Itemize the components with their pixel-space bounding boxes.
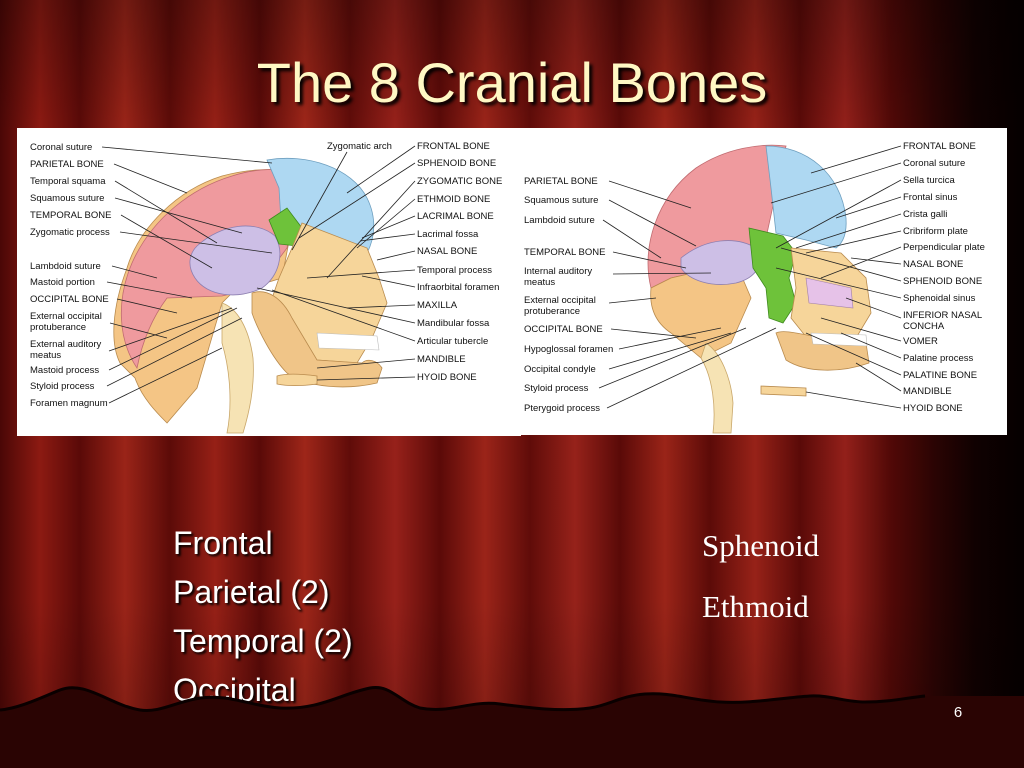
parietal-bone-shape-right bbox=[647, 144, 787, 289]
label-foramen-magnum: Foramen magnum bbox=[30, 398, 108, 409]
list-item-frontal: Frontal bbox=[173, 525, 273, 561]
skull-sagittal-illustration: PARIETAL BONE Squamous suture Lambdoid s… bbox=[524, 141, 985, 434]
label-frontal-bone-r: FRONTAL BONE bbox=[903, 141, 976, 152]
label-concha: CONCHA bbox=[903, 321, 945, 332]
label-mandible: MANDIBLE bbox=[417, 354, 466, 365]
label-ethmoid-bone: ETHMOID BONE bbox=[417, 194, 490, 205]
label-styloid-process: Styloid process bbox=[30, 381, 95, 392]
label-mandibular-fossa: Mandibular fossa bbox=[417, 318, 490, 329]
teeth-shape-right bbox=[810, 332, 868, 347]
leader-lines-right bbox=[598, 145, 902, 409]
label-occipital-bone: OCCIPITAL BONE bbox=[30, 294, 109, 305]
label-zygomatic-bone: ZYGOMATIC BONE bbox=[417, 176, 502, 187]
label-squamous-suture: Squamous suture bbox=[30, 193, 104, 204]
label-lacrimal-bone: LACRIMAL BONE bbox=[417, 211, 494, 222]
cervical-spine-shape bbox=[221, 302, 254, 434]
label-temporal-bone: TEMPORAL BONE bbox=[30, 210, 111, 221]
label-squamous-suture-r: Squamous suture bbox=[524, 195, 598, 206]
label-temporal-process: Temporal process bbox=[417, 265, 492, 276]
label-zygomatic-process: Zygomatic process bbox=[30, 227, 110, 238]
label-crista-galli: Crista galli bbox=[903, 209, 947, 220]
label-internal-auditory: Internal auditory bbox=[524, 266, 592, 277]
cervical-spine-shape-right bbox=[700, 342, 734, 434]
temporal-bone-shape bbox=[189, 225, 281, 296]
label-hypoglossal-foramen: Hypoglossal foramen bbox=[524, 344, 613, 355]
label-nasal-bone: NASAL BONE bbox=[417, 246, 477, 257]
label-external-occipital-r: External occipital bbox=[524, 295, 596, 306]
skull-lateral-figure: Coronal suture PARIETAL BONE Temporal sq… bbox=[17, 128, 521, 436]
list-item-ethmoid: Ethmoid bbox=[702, 589, 809, 624]
label-infraorbital-foramen: Infraorbital foramen bbox=[417, 282, 499, 293]
label-vomer: VOMER bbox=[903, 336, 938, 347]
label-perpendicular-plate: Perpendicular plate bbox=[903, 242, 985, 253]
label-sphenoidal-sinus: Sphenoidal sinus bbox=[903, 293, 976, 304]
label-occipital-condyle: Occipital condyle bbox=[524, 364, 596, 375]
bone-list-left: Frontal Parietal (2) Temporal (2) Occipi… bbox=[173, 519, 353, 715]
label-coronal-suture-r: Coronal suture bbox=[903, 158, 965, 169]
label-mastoid-process: Mastoid process bbox=[30, 365, 99, 376]
curtain-bottom-edge bbox=[0, 685, 1024, 768]
label-lambdoid-suture: Lambdoid suture bbox=[30, 261, 101, 272]
skull-sagittal-drawing bbox=[647, 144, 872, 434]
curtain-fold-shadow bbox=[0, 687, 1024, 768]
list-item-sphenoid: Sphenoid bbox=[702, 528, 820, 563]
right-labels-column: FRONTAL BONE SPHENOID BONE ZYGOMATIC BON… bbox=[417, 141, 502, 383]
label-mastoid-portion: Mastoid portion bbox=[30, 277, 95, 288]
label-pterygoid-process: Pterygoid process bbox=[524, 403, 600, 414]
sphenoid-bone-shape-right bbox=[748, 227, 797, 324]
label-meatus: meatus bbox=[30, 350, 61, 361]
label-protuberance-r: protuberance bbox=[524, 306, 580, 317]
label-temporal-bone-r: TEMPORAL BONE bbox=[524, 247, 605, 258]
left-labels-column-right-figure: PARIETAL BONE Squamous suture Lambdoid s… bbox=[524, 176, 613, 414]
label-zygomatic-arch: Zygomatic arch bbox=[327, 141, 392, 152]
label-cribriform-plate: Cribriform plate bbox=[903, 226, 968, 237]
hyoid-shape bbox=[276, 373, 318, 386]
label-inferior-nasal: INFERIOR NASAL bbox=[903, 310, 982, 321]
page-number: 6 bbox=[953, 704, 963, 721]
label-protuberance: protuberance bbox=[30, 322, 86, 333]
label-frontal-sinus: Frontal sinus bbox=[903, 192, 958, 203]
label-nasal-bone-r: NASAL BONE bbox=[903, 259, 963, 270]
right-labels-column-right-figure: FRONTAL BONE Coronal suture Sella turcic… bbox=[903, 141, 985, 414]
label-occipital-bone-r: OCCIPITAL BONE bbox=[524, 324, 603, 335]
label-maxilla: MAXILLA bbox=[417, 300, 458, 311]
left-labels-column: Coronal suture PARIETAL BONE Temporal sq… bbox=[30, 141, 392, 409]
label-mandible-r: MANDIBLE bbox=[903, 386, 952, 397]
list-item-parietal: Parietal (2) bbox=[173, 574, 330, 610]
label-frontal-bone: FRONTAL BONE bbox=[417, 141, 490, 152]
skull-sagittal-figure: PARIETAL BONE Squamous suture Lambdoid s… bbox=[521, 128, 1007, 435]
label-parietal-bone: PARIETAL BONE bbox=[30, 159, 104, 170]
label-articular-tubercle: Articular tubercle bbox=[417, 336, 488, 347]
leader-lines bbox=[101, 145, 416, 404]
label-hyoid-bone: HYOID BONE bbox=[417, 372, 477, 383]
frontal-bone-shape-right bbox=[765, 145, 847, 249]
nasal-concha-shape bbox=[805, 277, 854, 309]
label-styloid-process-r: Styloid process bbox=[524, 383, 589, 394]
label-palatine-bone: PALATINE BONE bbox=[903, 370, 977, 381]
list-item-temporal: Temporal (2) bbox=[173, 623, 353, 659]
label-sphenoid-bone: SPHENOID BONE bbox=[417, 158, 496, 169]
label-sella-turcica: Sella turcica bbox=[903, 175, 955, 186]
hyoid-shape-right bbox=[760, 385, 807, 397]
label-lacrimal-fossa: Lacrimal fossa bbox=[417, 229, 479, 240]
label-palatine-process: Palatine process bbox=[903, 353, 973, 364]
label-coronal-suture: Coronal suture bbox=[30, 142, 92, 153]
skull-lateral-drawing bbox=[113, 157, 388, 434]
skull-lateral-illustration: Coronal suture PARIETAL BONE Temporal sq… bbox=[30, 141, 502, 434]
label-sphenoid-bone-r: SPHENOID BONE bbox=[903, 276, 982, 287]
label-external-auditory: External auditory bbox=[30, 339, 102, 350]
label-external-occipital: External occipital bbox=[30, 311, 102, 322]
label-meatus-r: meatus bbox=[524, 277, 555, 288]
bone-list-right: Sphenoid Ethmoid bbox=[702, 515, 819, 637]
teeth-shape bbox=[316, 332, 380, 351]
label-parietal-bone-r: PARIETAL BONE bbox=[524, 176, 598, 187]
mandible-shape bbox=[251, 291, 383, 388]
slide-title: The 8 Cranial Bones bbox=[256, 51, 768, 114]
label-temporal-squama: Temporal squama bbox=[30, 176, 106, 187]
label-hyoid-bone-r: HYOID BONE bbox=[903, 403, 963, 414]
curtain-edge-line bbox=[0, 685, 926, 713]
label-lambdoid-suture-r: Lambdoid suture bbox=[524, 215, 595, 226]
